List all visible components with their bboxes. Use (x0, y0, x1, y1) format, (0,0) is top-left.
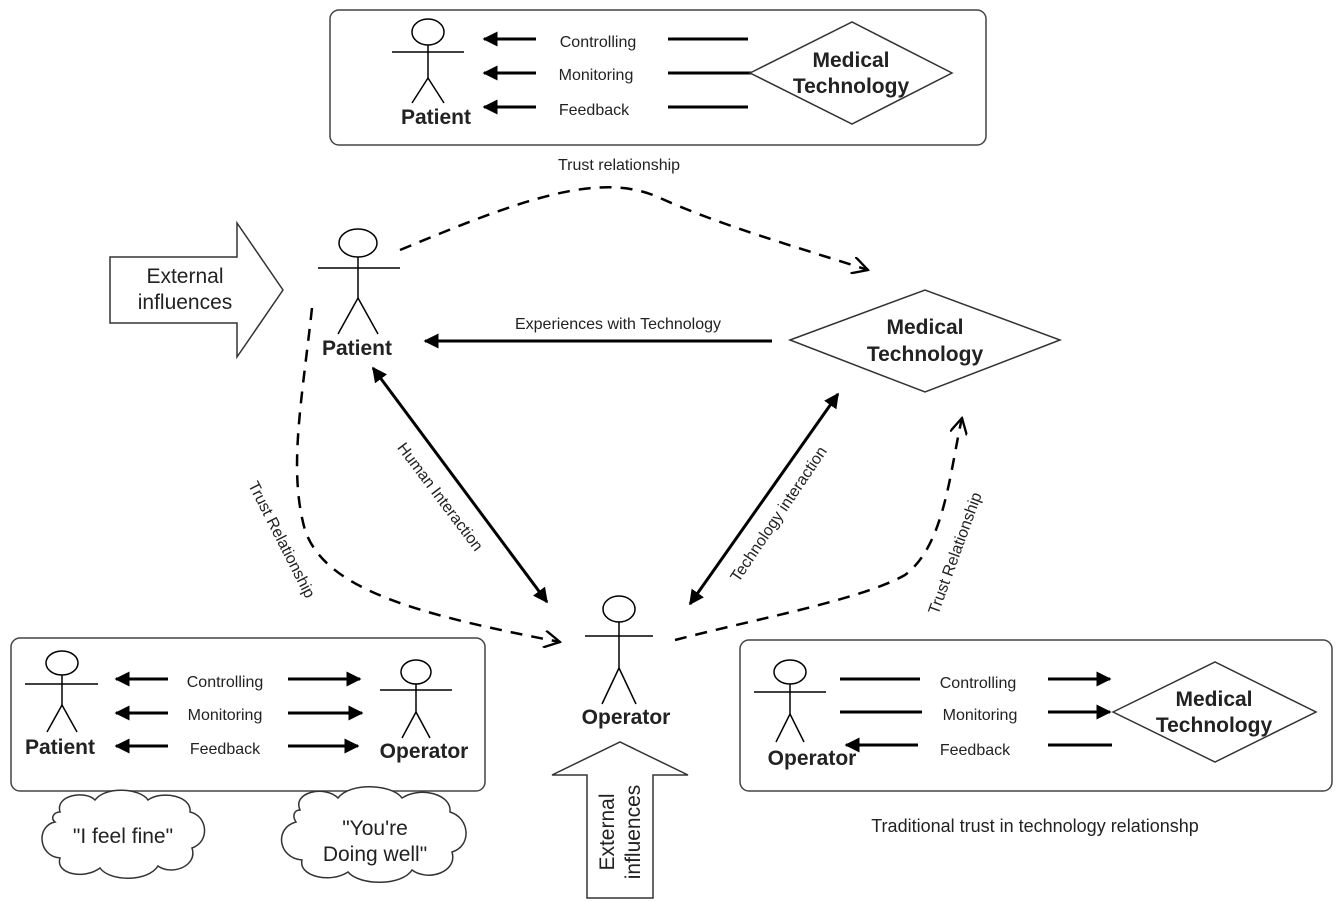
external-left-line2: influences (138, 291, 233, 314)
top-controlling-label: Controlling (560, 34, 636, 51)
technology-interaction-label: Technology interaction (728, 444, 831, 586)
bl-monitoring-label: Monitoring (188, 707, 263, 724)
technology-interaction-arrow (688, 392, 840, 606)
center-technology-diamond (787, 289, 1063, 393)
cloud-operator-speech: "You're Doing well" (280, 786, 467, 883)
patient-stick-figure-icon (318, 228, 400, 335)
external-influences-left-arrow: External influences (109, 220, 284, 360)
bottom-left-patient-label: Patient (25, 736, 95, 759)
operator-stick-figure-icon (380, 659, 452, 739)
bottom-right-caption: Traditional trust in technology relation… (871, 816, 1199, 836)
top-box: Patient Controlling Monitoring Feedback … (329, 9, 987, 146)
center-tech-line1: Medical (886, 316, 963, 339)
trust-patient-tech-curve (399, 186, 868, 270)
top-technology-diamond (748, 21, 954, 125)
top-feedback-label: Feedback (559, 102, 630, 119)
trust-left-label: Trust Relationship (244, 479, 317, 601)
br-monitoring-label: Monitoring (943, 707, 1018, 724)
trust-patient-operator-curve (295, 307, 560, 642)
br-controlling-label: Controlling (940, 675, 1016, 692)
bottom-right-operator-label: Operator (768, 747, 857, 770)
cloud-patient-speech: "I feel fine" (41, 789, 206, 879)
patient-stick-figure-icon (25, 650, 98, 733)
top-caption: Trust relationship (558, 157, 680, 174)
cloud-right-line2: Doing well" (323, 843, 427, 866)
external-bottom-line1: External (596, 793, 619, 870)
bl-feedback-label: Feedback (190, 741, 261, 758)
cloud-right-line1: "You're (342, 817, 408, 840)
trust-right-label: Trust Relationship (926, 490, 986, 617)
br-tech-line2: Technology (1156, 714, 1273, 737)
external-left-line1: External (146, 265, 223, 288)
patient-stick-figure-icon (392, 18, 464, 104)
bottom-right-box: Operator Controlling Monitoring Feedback… (739, 639, 1333, 792)
br-tech-line1: Medical (1175, 688, 1252, 711)
br-technology-diamond (1111, 661, 1318, 763)
top-actor-label: Patient (401, 106, 471, 129)
top-tech-line1: Medical (812, 49, 889, 72)
bottom-left-box: Patient Operator Controlling Monitoring … (10, 637, 486, 792)
external-bottom-line2: influences (622, 785, 645, 880)
center-tech-line2: Technology (867, 343, 984, 366)
top-tech-line2: Technology (793, 75, 910, 98)
operator-stick-figure-icon (585, 595, 653, 705)
center-patient-label: Patient (322, 337, 392, 360)
bottom-left-operator-label: Operator (380, 740, 469, 763)
external-influences-bottom-arrow: External influences (551, 741, 689, 899)
operator-stick-figure-icon (754, 659, 826, 743)
bl-controlling-label: Controlling (187, 674, 263, 691)
top-monitoring-label: Monitoring (559, 67, 634, 84)
trust-operator-tech-curve (674, 418, 962, 642)
br-feedback-label: Feedback (940, 742, 1011, 759)
human-interaction-arrow (371, 366, 549, 604)
cloud-left-text: "I feel fine" (73, 825, 173, 848)
center-operator-label: Operator (582, 706, 671, 729)
experiences-label: Experiences with Technology (515, 316, 721, 333)
